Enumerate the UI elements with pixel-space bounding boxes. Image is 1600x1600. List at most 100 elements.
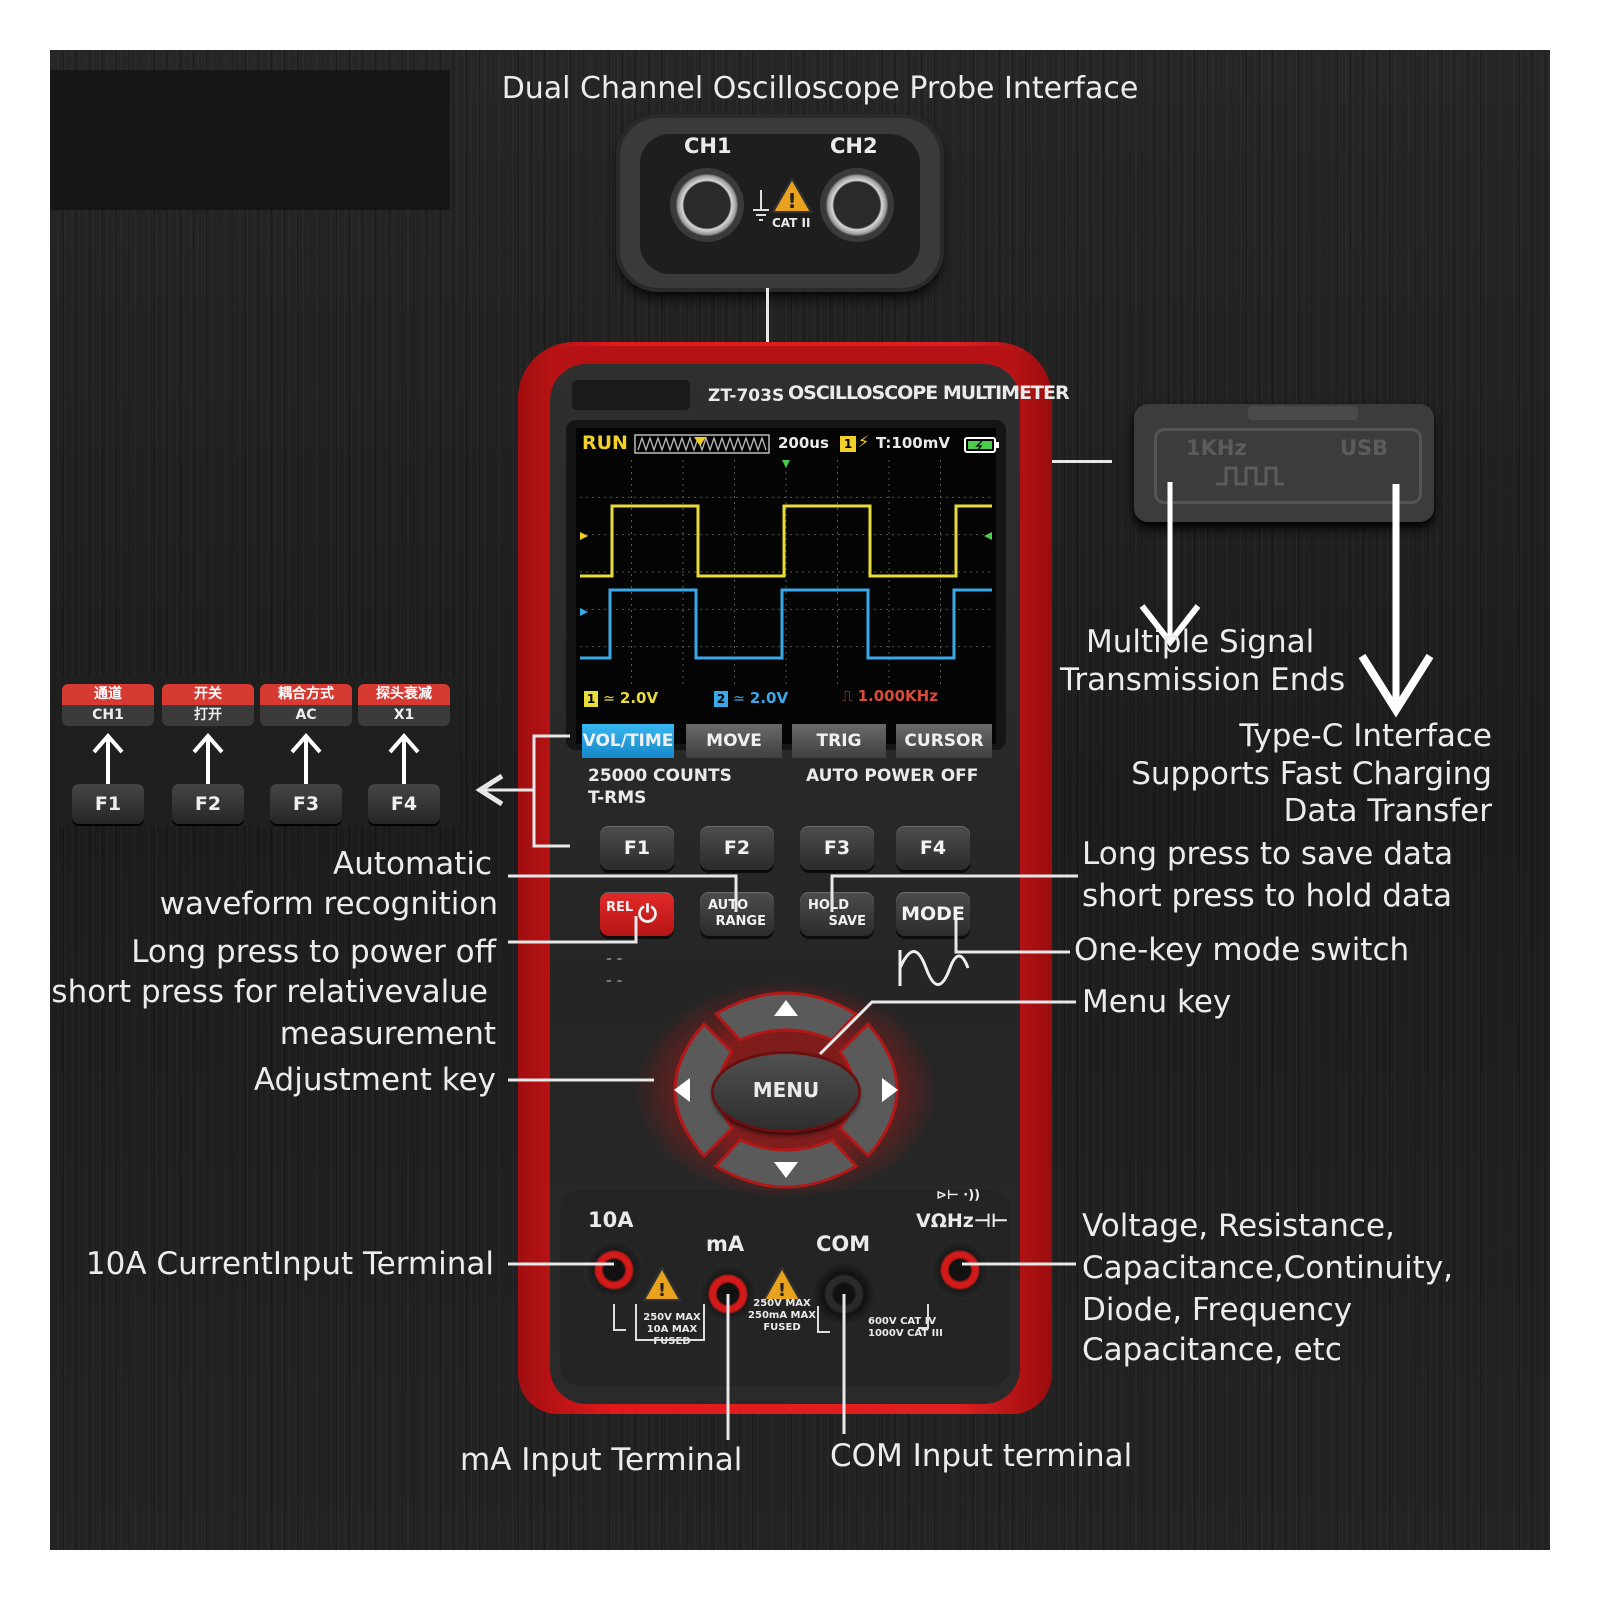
ch2-level-marker (580, 608, 588, 616)
up-arrow-icon (774, 1000, 798, 1016)
ch1-bnc-connector[interactable] (670, 168, 744, 242)
terminal-v-label: VΩHz⊣⊢ (916, 1210, 1009, 1232)
f1-key[interactable]: F1 (600, 826, 674, 870)
right-arrow-icon (882, 1078, 898, 1102)
ch1-scale-badge: 1 ≃ 2.0V (584, 688, 658, 708)
hold-save-line2: SAVE (828, 914, 866, 929)
softkey-vol-time[interactable]: VOL/TIME (582, 724, 674, 758)
terminal-10a-label: 10A (588, 1208, 634, 1232)
ch2-scale: 2.0V (749, 689, 789, 707)
trigger-level-marker (984, 532, 992, 540)
terminal-v-jack[interactable] (930, 1240, 990, 1300)
f3-key[interactable]: F3 (800, 826, 874, 870)
svg-text:!: ! (658, 1280, 666, 1301)
save-hold-line1: Long press to save data (1082, 836, 1454, 872)
arrow-down-icon (1139, 482, 1201, 647)
mode-key[interactable]: MODE (896, 892, 970, 936)
mode-switch-callout: One-key mode switch (1074, 932, 1410, 968)
brand-strip-blank (572, 380, 690, 410)
voltage-line2: Capacitance,Continuity, (1082, 1250, 1454, 1286)
com-terminal-callout: COM Input terminal (830, 1438, 1133, 1474)
f4-key[interactable]: F4 (896, 826, 970, 870)
signal-ends-line2: Transmission Ends (1060, 662, 1346, 698)
down-arrow-icon (774, 1162, 798, 1178)
softkey-cursor[interactable]: CURSOR (896, 724, 992, 758)
model-number: ZT-703S (708, 386, 785, 406)
callout-lines (475, 734, 1078, 1440)
power-line3: measurement (279, 1016, 496, 1052)
port-module-inner (1154, 428, 1422, 504)
inset-tag-3: 耦合方式 AC (260, 684, 352, 726)
probe-interface-caption: Dual Channel Oscilloscope Probe Interfac… (501, 71, 1139, 106)
save-hold-leader (830, 874, 1078, 912)
key-dots: - -- - (606, 951, 623, 989)
probe-leader-line (766, 288, 769, 346)
ch2-coupling-icon: ≃ (733, 691, 745, 707)
signal-ends-line1: Multiple Signal (1086, 624, 1315, 660)
usb-port-label: USB (1340, 436, 1389, 460)
rating-ma-line3: FUSED (763, 1322, 801, 1333)
current-10a-callout: 10A CurrentInput Terminal (85, 1246, 494, 1282)
terminal-10a-jack[interactable] (584, 1240, 644, 1300)
inset-tag-3-bottom: AC (260, 705, 352, 726)
terminal-brackets (613, 1304, 929, 1341)
rating-v-line1: 600V CAT IV (868, 1316, 937, 1327)
freq-port-label: 1KHz (1186, 436, 1247, 460)
dpad (673, 991, 899, 1189)
battery-icon (964, 437, 999, 453)
frequency-value: 1.000KHz (857, 687, 938, 705)
power-line2: short press for relativevalue (51, 974, 488, 1010)
voltage-line3: Diode, Frequency (1082, 1292, 1353, 1328)
square-wave-port-icon (1216, 466, 1284, 486)
inset-f3-key: F3 (270, 784, 342, 824)
ch2-number: 2 (714, 690, 728, 707)
inset-arrows (92, 732, 420, 786)
frequency-readout: ⎍ 1.000KHz (842, 686, 938, 708)
f2-key[interactable]: F2 (700, 826, 774, 870)
rating-v: 600V CAT IV 1000V CAT III (868, 1316, 952, 1340)
inset-tag-2-top: 开关 (162, 684, 254, 705)
rating-ma: 250V MAX 250mA MAX FUSED (748, 1298, 816, 1334)
svg-text:!: ! (778, 1280, 786, 1301)
softkey-move[interactable]: MOVE (686, 724, 782, 758)
hold-save-key[interactable]: HOLD SAVE (800, 892, 874, 936)
inset-tag-4-bottom: X1 (358, 705, 450, 726)
ch2-label: CH2 (830, 134, 878, 158)
ch1-level-marker (580, 532, 588, 540)
dpad-left-key (673, 1021, 734, 1159)
terminal-com-label: COM (816, 1232, 871, 1256)
warning-icon: ! (762, 1266, 802, 1301)
hold-save-line1: HOLD (808, 898, 850, 913)
port-module-tab (1248, 406, 1358, 420)
ch2-scale-badge: 2 ≃ 2.0V (714, 688, 788, 708)
rating-10a-line3: FUSED (653, 1336, 691, 1347)
softkey-trig[interactable]: TRIG (792, 724, 886, 758)
menu-key-callout: Menu key (1082, 984, 1232, 1020)
power-leader (508, 916, 638, 944)
menu-leader (818, 1000, 1076, 1056)
trigger-channel-badge: 1 (840, 436, 856, 452)
left-arrow-icon (674, 1078, 690, 1102)
inset-tag-3-top: 耦合方式 (260, 684, 352, 705)
ch2-waveform (580, 588, 992, 660)
auto-power-off-spec: AUTO POWER OFF (806, 766, 979, 786)
cat-rating: CAT II (772, 216, 811, 230)
trigger-level-readout: T:100mV (876, 434, 950, 452)
terminal-v-symbols-top: ⊳⊢ ·)) (936, 1188, 981, 1203)
menu-key[interactable] (714, 1054, 858, 1130)
auto-waveform-line2: waveform recognition (159, 886, 498, 922)
save-hold-line2: short press to hold data (1082, 878, 1453, 914)
typec-line1: Type-C Interface (1239, 718, 1492, 754)
inset-tag-4-top: 探头衰减 (358, 684, 450, 705)
auto-waveform-line1: Automatic (333, 846, 492, 882)
terminal-ma-label: mA (706, 1232, 745, 1256)
ch2-bnc-connector[interactable] (820, 168, 894, 242)
softkey-bracket (532, 734, 570, 848)
voltage-line1: Voltage, Resistance, (1082, 1208, 1395, 1244)
auto-range-line1: AUTO (708, 898, 749, 913)
warning-icon: ! (642, 1266, 682, 1301)
rating-10a: 250V MAX 10A MAX FUSED (640, 1312, 704, 1348)
inset-tag-1-top: 通道 (62, 684, 154, 705)
inset-tag-4: 探头衰减 X1 (358, 684, 450, 726)
arrow-down-icon (1358, 484, 1434, 718)
